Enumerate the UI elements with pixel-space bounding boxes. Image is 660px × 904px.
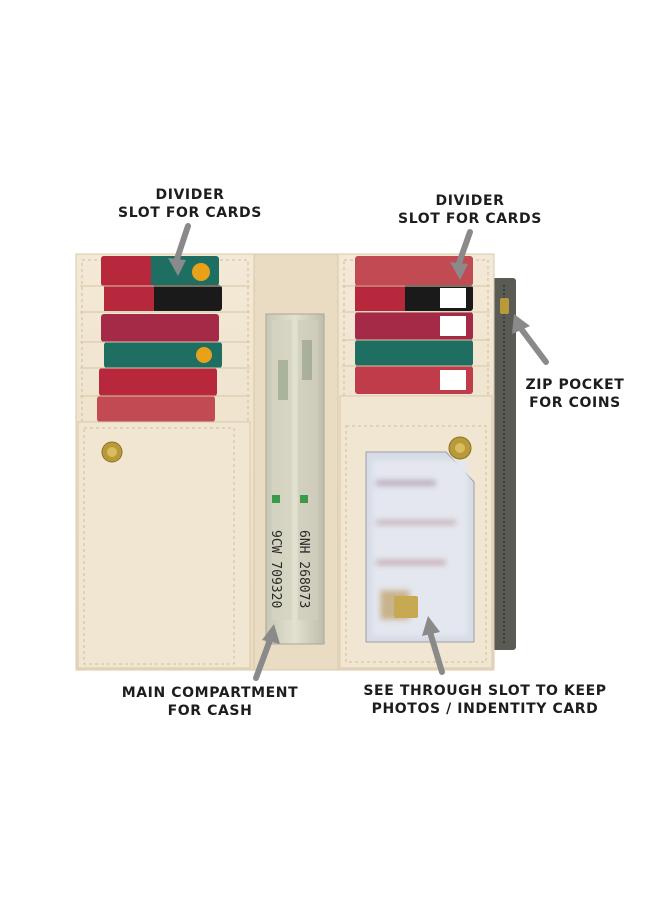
zip-pocket [492,278,516,650]
arrow-zip [519,327,549,365]
arrow-id [427,629,445,675]
cards-right [355,256,473,394]
wallet-left-panel [75,253,255,671]
label-main-compartment: MAIN COMPARTMENT FOR CASH [110,684,310,720]
label-left-divider-line2: SLOT FOR CARDS [118,205,262,221]
label-main-compartment-line2: FOR CASH [167,703,253,719]
label-right-divider-line2: SLOT FOR CARDS [398,211,542,227]
arrow-cash [253,637,273,681]
arrow-left-divider [173,223,191,265]
label-zip-pocket-line1: ZIP POCKET [525,377,625,393]
label-left-divider: DIVIDER SLOT FOR CARDS [110,186,270,222]
wallet-right-panel [337,253,495,671]
label-left-divider-line1: DIVIDER [155,187,225,203]
callout-arrows [168,223,549,681]
label-right-divider: DIVIDER SLOT FOR CARDS [390,192,550,228]
label-right-divider-line1: DIVIDER [435,193,505,209]
id-card-blurred [372,460,468,636]
arrow-right-divider [455,229,473,269]
label-zip-pocket-line2: FOR COINS [529,395,621,411]
label-see-through-line2: PHOTOS / INDENTITY CARD [371,701,599,717]
label-see-through-line1: SEE THROUGH SLOT TO KEEP [363,683,607,699]
cash-compartment: 9CW 709320 6NH 268073 [253,253,339,671]
label-zip-pocket: ZIP POCKET FOR COINS [520,376,630,412]
zipper-pull [500,298,509,314]
label-main-compartment-line1: MAIN COMPARTMENT [121,685,299,701]
serial-right: 6NH 268073 [296,530,311,608]
label-see-through: SEE THROUGH SLOT TO KEEP PHOTOS / INDENT… [350,682,620,718]
cards-left [97,256,222,422]
serial-left: 9CW 709320 [268,530,283,608]
